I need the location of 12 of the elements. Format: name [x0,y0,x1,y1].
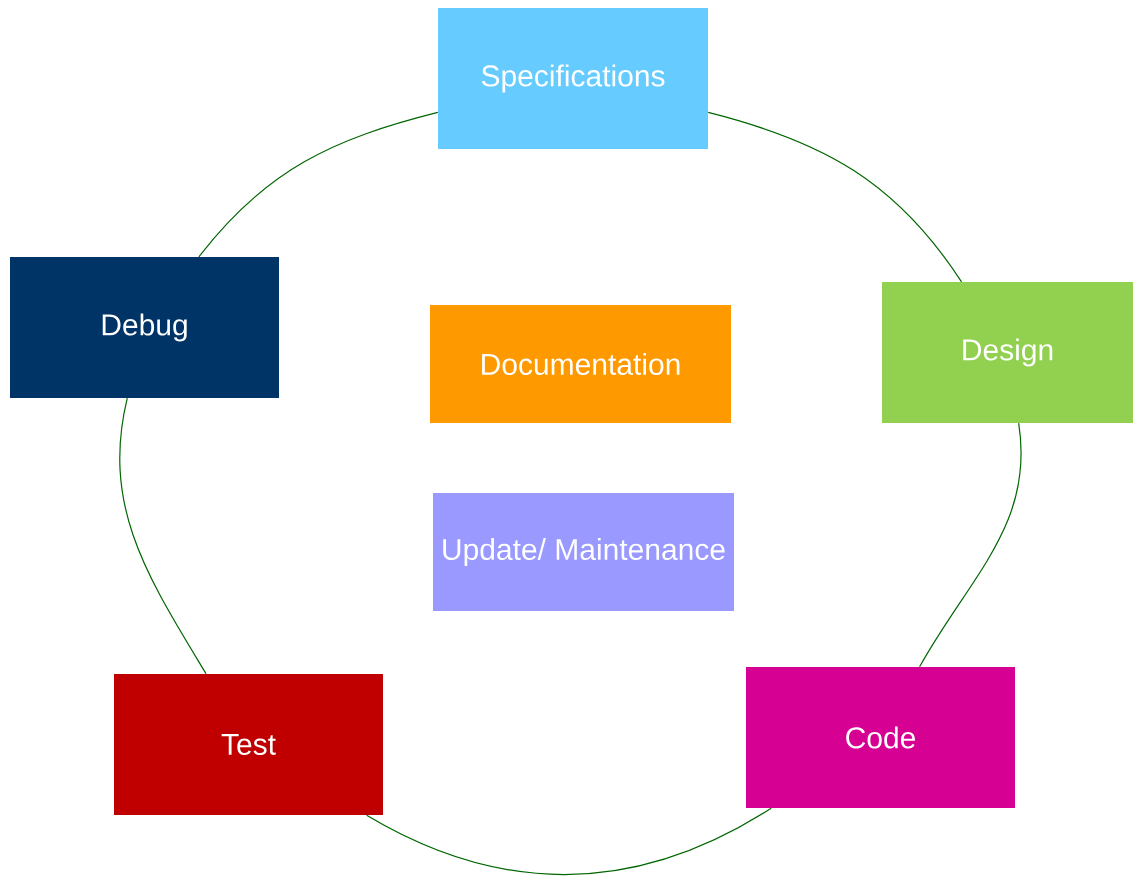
connector-arc [198,111,439,258]
connector-arc [707,111,963,283]
connector-arc [366,807,772,875]
process-box: Specifications [438,8,708,149]
process-box: Debug [10,257,279,398]
process-box: Test [114,674,383,815]
connector-arc [119,397,207,675]
process-box: Documentation [430,305,731,423]
process-box: Update/ Maintenance [433,493,734,611]
process-box: Design [882,282,1133,423]
connector-arc [919,422,1022,668]
process-box: Code [746,667,1015,808]
